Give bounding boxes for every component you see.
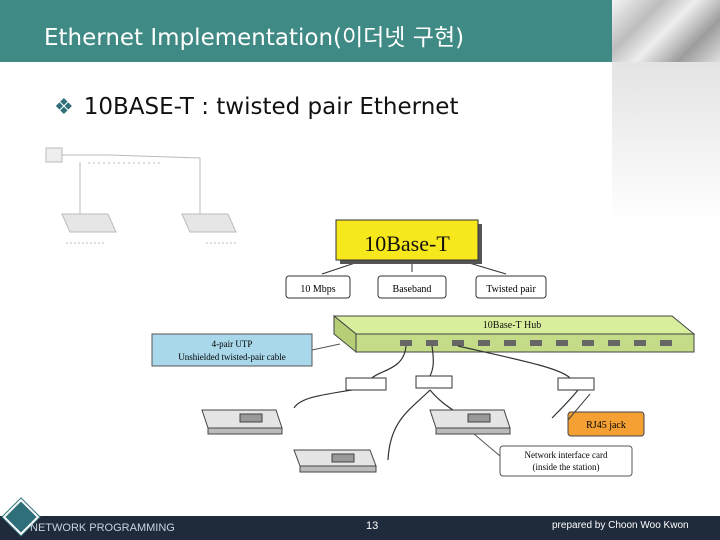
hub-port bbox=[634, 340, 646, 346]
rj45-pointer bbox=[567, 393, 591, 421]
callout-label-1: 10 Mbps bbox=[300, 284, 335, 295]
faint-sketch bbox=[45, 147, 237, 244]
header-bar: Ethernet Implementation(이더넷 구현) bbox=[0, 0, 612, 62]
footer-author: prepared by Choon Woo Kwon bbox=[552, 520, 689, 531]
hub: 10Base-T Hub bbox=[332, 314, 696, 354]
hub-port bbox=[478, 340, 490, 346]
nic-pointer bbox=[473, 433, 501, 457]
hub-label: 10Base-T Hub bbox=[483, 320, 541, 331]
nic-label-line1: Network interface card bbox=[525, 450, 608, 460]
hub-port bbox=[530, 340, 542, 346]
cable-segments bbox=[345, 375, 595, 391]
hub-port bbox=[660, 340, 672, 346]
nic-label-line2: (inside the station) bbox=[533, 462, 600, 472]
callout-label-3: Twisted pair bbox=[486, 284, 536, 295]
network-card bbox=[293, 449, 377, 473]
callout-box-1 bbox=[285, 275, 351, 299]
rj45-label-box bbox=[567, 411, 645, 437]
diamond-bullet-icon: ❖ bbox=[54, 94, 74, 119]
hub-port bbox=[426, 340, 438, 346]
network-card bbox=[429, 409, 511, 435]
slide-title: Ethernet Implementation(이더넷 구현) bbox=[44, 25, 465, 51]
hub-port bbox=[608, 340, 620, 346]
nic-label-box bbox=[499, 445, 633, 477]
hub-port bbox=[556, 340, 568, 346]
main-box-label: 10Base-T bbox=[364, 231, 450, 256]
header-photo bbox=[612, 0, 720, 62]
utp-pointer bbox=[311, 343, 341, 351]
hub-port bbox=[504, 340, 516, 346]
utp-label-line2: Unshielded twisted-pair cable bbox=[178, 352, 285, 362]
footer-bar bbox=[0, 516, 720, 540]
rj45-label: RJ45 jack bbox=[586, 420, 626, 431]
decorative-strip bbox=[612, 62, 720, 222]
bullet-item: ❖ 10BASE-T : twisted pair Ethernet bbox=[54, 92, 458, 122]
callout-box-2 bbox=[377, 275, 447, 299]
main-box bbox=[335, 219, 479, 261]
footer-course: NETWORK PROGRAMMING bbox=[30, 522, 175, 534]
bullet-text: 10BASE-T : twisted pair Ethernet bbox=[83, 94, 459, 120]
page-number: 13 bbox=[366, 520, 379, 532]
cables bbox=[293, 345, 579, 461]
hub-port bbox=[582, 340, 594, 346]
callout-label-2: Baseband bbox=[393, 284, 432, 295]
hub-port bbox=[400, 340, 412, 346]
utp-label-line1: 4-pair UTP bbox=[212, 339, 253, 349]
hub-port bbox=[452, 340, 464, 346]
callout-box-3 bbox=[475, 275, 547, 299]
network-card bbox=[201, 409, 283, 435]
